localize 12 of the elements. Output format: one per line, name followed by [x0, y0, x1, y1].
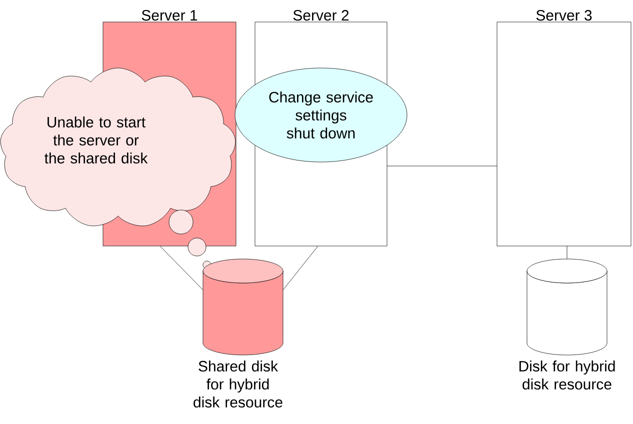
disk-label: Shared disk for hybrid disk resource	[194, 360, 282, 408]
connector-line	[566, 246, 568, 259]
disk-label: Disk for hybrid disk resource	[519, 360, 615, 390]
connector-line	[160, 246, 204, 290]
node-label: Server 1	[142, 10, 198, 21]
node-label: Server 3	[536, 10, 592, 21]
connector-line	[282, 246, 318, 290]
node-label: Server 2	[293, 10, 349, 21]
thought-cloud: Unable to start the server or the shared disk	[0, 68, 236, 226]
disk-cylinder	[202, 258, 284, 356]
server-box: Server 3	[496, 10, 632, 246]
disk-cylinder	[526, 258, 608, 356]
